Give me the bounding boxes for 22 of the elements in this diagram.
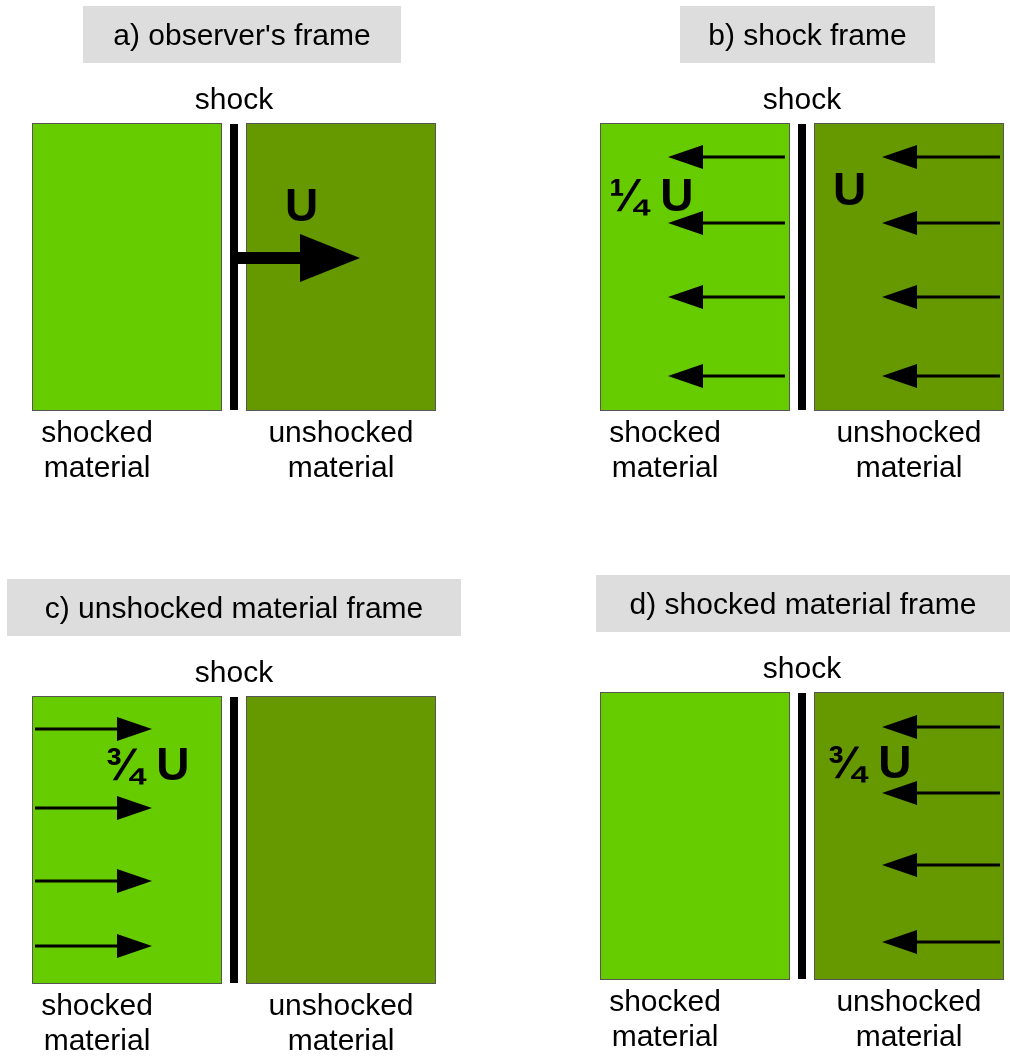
- material-caption: shocked material: [608, 983, 722, 1053]
- arrow: [238, 234, 360, 282]
- material-caption: unshocked material: [267, 414, 415, 484]
- velocity-label: ¾ U: [827, 739, 912, 785]
- panel-heading: b) shock frame: [680, 6, 935, 63]
- panel-heading: d) shocked material frame: [596, 575, 1010, 632]
- panel-heading: c) unshocked material frame: [7, 579, 461, 636]
- panel-heading: a) observer's frame: [83, 6, 401, 63]
- material-caption: unshocked material: [835, 983, 983, 1053]
- material-caption: shocked material: [40, 987, 154, 1057]
- material-caption: shocked material: [40, 414, 154, 484]
- shock-label: shock: [193, 84, 275, 114]
- material-caption: unshocked material: [835, 414, 983, 484]
- velocity-label: ¼ U: [609, 172, 694, 218]
- velocity-label: U: [285, 182, 319, 228]
- velocity-label: ¾ U: [105, 741, 190, 787]
- shock-label: shock: [193, 657, 275, 687]
- material-caption: unshocked material: [267, 987, 415, 1057]
- material-caption: shocked material: [608, 414, 722, 484]
- shock-label: shock: [761, 84, 843, 114]
- shock-label: shock: [761, 653, 843, 683]
- velocity-label: U: [833, 166, 867, 212]
